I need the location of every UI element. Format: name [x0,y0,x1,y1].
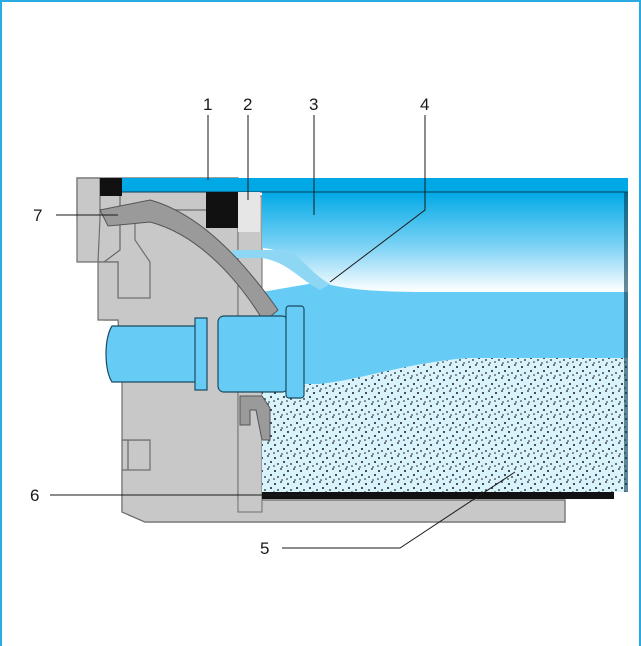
seal-block [206,192,238,228]
water-mid [262,282,628,384]
bottom-liner [262,492,614,499]
callout-3: 3 [309,95,318,114]
callout-4: 4 [420,95,429,114]
spacer-white [238,192,260,232]
callout-1: 1 [203,95,212,114]
nozzle-tip [105,325,201,383]
nozzle-body [217,315,289,393]
nozzle-collar-1 [194,317,208,391]
bottom-liner-end [262,494,326,498]
filter-media-dots [262,358,628,492]
callout-7: 7 [33,206,42,225]
nozzle-collar-2 [285,305,305,399]
beach-edge [232,250,330,290]
callout-5: 5 [260,539,269,558]
leader-4 [329,115,426,283]
top-cover [120,178,628,192]
leader-5 [282,471,516,549]
water-right-edge [624,192,628,492]
callout-2: 2 [243,95,252,114]
callout-6: 6 [30,486,39,505]
seal-left [100,178,122,196]
mount-clip [239,395,271,441]
water-upper [262,192,628,292]
